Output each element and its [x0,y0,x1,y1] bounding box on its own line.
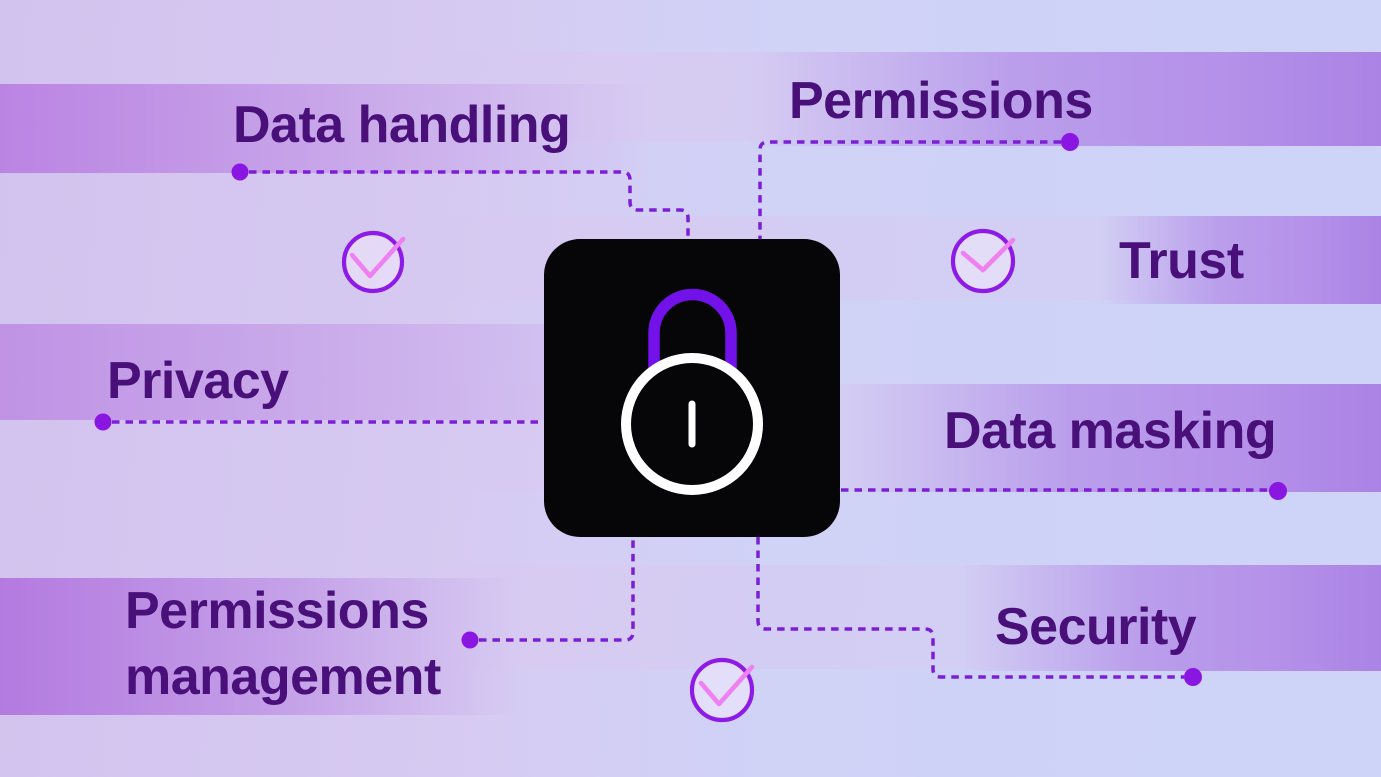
label-permissions-management: Permissions management [125,582,441,707]
dot-permissions [1061,133,1079,151]
dot-security [1184,668,1202,686]
data-handling-band [0,84,650,173]
connector-data-handling [249,170,690,240]
security-band [962,565,1381,671]
dot-data-masking [1269,482,1287,500]
label-privacy: Privacy [107,352,289,410]
permissions-band [746,52,1381,146]
dot-data-handling [231,163,249,181]
dot-permissions-management [461,631,479,649]
trust-band [1100,216,1381,304]
permissions-management-band [0,578,520,715]
check-top-right-icon [950,228,1016,294]
check-bottom-center-icon [689,657,755,723]
connector-permissions-management [479,537,635,642]
check-top-left-icon [341,230,406,294]
connector-lines [112,140,1269,679]
padlock-icon [544,239,840,537]
label-permissions: Permissions [789,72,1093,130]
data-masking-band [842,384,1381,492]
label-trust: Trust [1119,232,1244,290]
connector-dots [94,133,1287,686]
padlock-shackle [648,288,737,445]
label-data-masking: Data masking [944,402,1277,460]
background-stripe [0,0,1381,52]
connector-security [756,537,1184,679]
label-data-handling: Data handling [233,96,571,154]
label-security: Security [995,598,1197,656]
connector-permissions [758,140,1061,240]
dot-privacy [94,413,112,431]
